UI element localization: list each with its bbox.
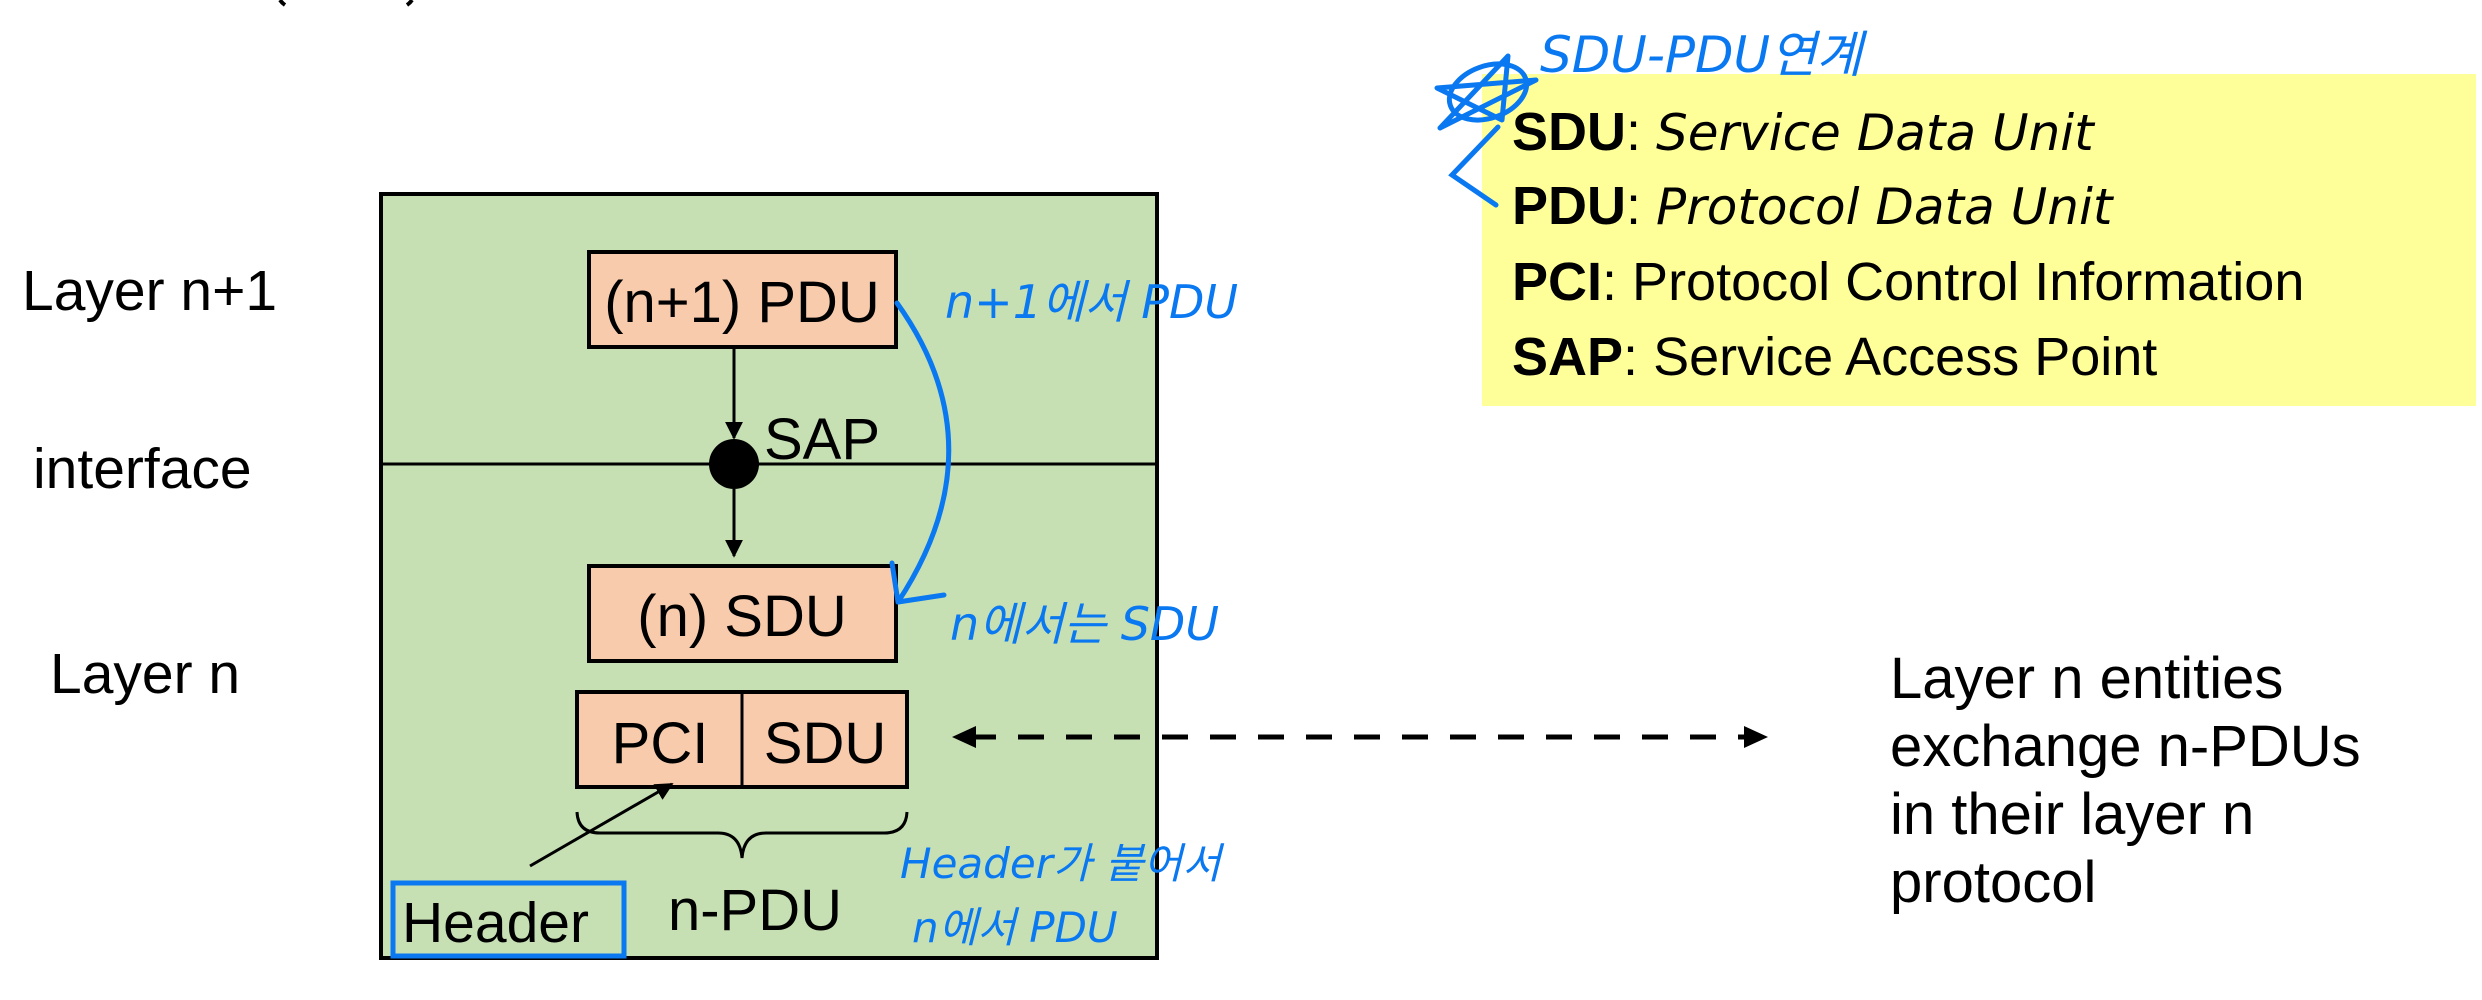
legend-sep: :: [1623, 327, 1653, 387]
curved-arrow-head: [889, 560, 947, 605]
sap-label: SAP: [764, 407, 880, 472]
legend-text-handwritten: Service Data Unit: [1656, 104, 2096, 162]
header-note-annotation-1: Header가 붙어서: [900, 839, 1225, 888]
svg-text:PDU: Protocol Data Unit: PDU: Protocol Data Unit: [1512, 176, 2115, 236]
legend-abbr: PCI: [1512, 252, 1602, 312]
right-note-line: exchange n-PDUs: [1890, 714, 2361, 779]
title-fragment: [278, 0, 414, 7]
legend-item-sap: SAP: Service Access Point: [1512, 327, 2157, 387]
right-note-line: Layer n entities: [1890, 646, 2283, 711]
header-label: Header: [402, 891, 589, 955]
upper-pdu-box: (n+1) PDU: [587, 250, 898, 349]
right-note-line: protocol: [1890, 850, 2096, 915]
legend-item-sdu: SDU: Service Data Unit: [1512, 102, 2096, 162]
legend-box: [1482, 74, 2476, 406]
legend-title-annotation: SDU-PDU연계: [1540, 26, 1868, 84]
header-box: Header: [390, 880, 627, 959]
label-layer-n-plus-1: Layer n+1: [22, 259, 277, 323]
right-note: Layer n entities exchange n-PDUs in thei…: [1890, 646, 2361, 915]
legend-text: Service Access Point: [1653, 327, 2157, 387]
lower-sdu-box: (n) SDU: [587, 564, 898, 663]
legend-abbr: SDU: [1512, 102, 1626, 162]
legend-sep: :: [1602, 252, 1632, 312]
header-note-annotation-2: n에서 PDU: [912, 903, 1118, 952]
n-pdu-label: n-PDU: [668, 878, 842, 943]
upper-pdu-label: (n+1) PDU: [604, 270, 880, 335]
pci-label: PCI: [612, 711, 709, 776]
legend-text-handwritten: Protocol Data Unit: [1656, 178, 2115, 236]
legend-abbr: PDU: [1512, 176, 1626, 236]
svg-text:PCI: Protocol Control Informat: PCI: Protocol Control Information: [1512, 252, 2304, 312]
upper-note-annotation: n+1에서 PDU: [945, 275, 1238, 329]
n-pdu-box: PCI SDU: [575, 690, 909, 789]
sap-point: [709, 439, 759, 489]
label-interface: interface: [33, 437, 252, 501]
sdu-label: SDU: [764, 711, 886, 776]
lower-note-annotation: n에서는 SDU: [950, 597, 1219, 651]
header-arrow: [529, 782, 674, 868]
legend-text: Protocol Control Information: [1632, 252, 2304, 312]
curved-annotation-arrow: [894, 300, 952, 605]
svg-text:SDU: Service Data Unit: SDU: Service Data Unit: [1512, 102, 2096, 162]
star-icon: [1434, 53, 1539, 131]
lower-sdu-label: (n) SDU: [637, 584, 846, 649]
right-note-line: in their layer n: [1890, 782, 2254, 847]
legend-item-pci: PCI: Protocol Control Information: [1512, 252, 2304, 312]
legend-item-pdu: PDU: Protocol Data Unit: [1512, 176, 2115, 236]
svg-text:SAP: Service Access Point: SAP: Service Access Point: [1512, 327, 2157, 387]
legend-abbr: SAP: [1512, 327, 1623, 387]
legend-sep: :: [1626, 176, 1656, 236]
legend-sep: :: [1626, 102, 1656, 162]
label-layer-n: Layer n: [50, 642, 240, 706]
bracket-annotation: [1448, 124, 1501, 208]
exchange-arrow: [952, 726, 1768, 748]
